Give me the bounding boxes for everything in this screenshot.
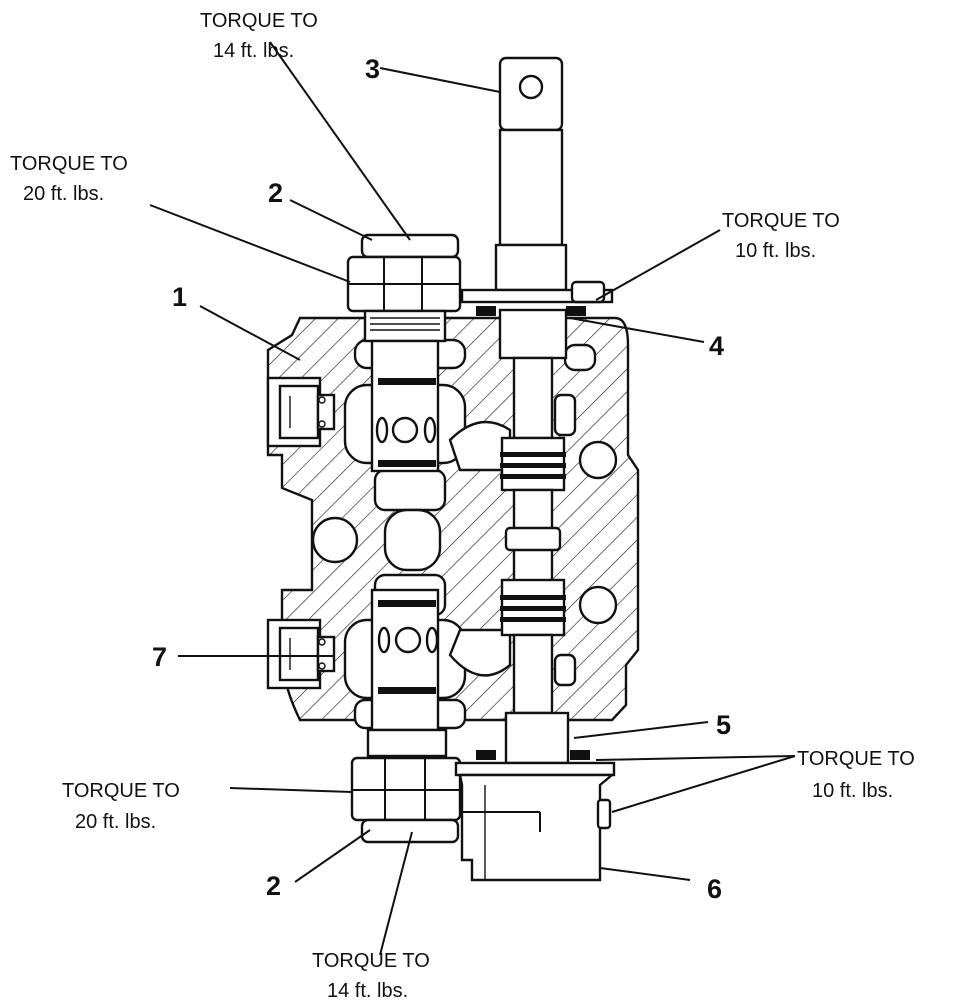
upper-relief-cartridge	[346, 233, 462, 473]
leader-lines	[149, 41, 796, 956]
torque-callout-bottom-14-line2: 14 ft. lbs.	[327, 980, 408, 1002]
part-number-4: 4	[709, 331, 724, 361]
part-number-7: 7	[152, 642, 167, 672]
spool	[460, 56, 614, 765]
part-number-6: 6	[707, 874, 722, 904]
spring-cap	[454, 761, 616, 882]
torque-callout-top-14-line2: 14 ft. lbs.	[213, 40, 294, 62]
part-number-5: 5	[716, 710, 731, 740]
torque-callout-right-10-top-line2: 10 ft. lbs.	[735, 240, 816, 262]
part-number-3: 3	[365, 54, 380, 84]
torque-callout-bottom-20-line1: TORQUE TO	[62, 780, 180, 802]
torque-callout-right-10-bottom-line1: TORQUE TO	[797, 748, 915, 770]
torque-callout-top-14-line1: TORQUE TO	[200, 10, 318, 32]
part-number-1: 1	[172, 282, 187, 312]
torque-callout-top-20-line1: TORQUE TO	[10, 153, 128, 175]
port-fitting-lower	[278, 626, 336, 682]
port-fitting-upper	[278, 384, 336, 440]
lower-relief-cartridge	[350, 588, 462, 844]
torque-callout-right-10-top-line1: TORQUE TO	[722, 210, 840, 232]
part-number-2-bottom: 2	[266, 871, 281, 901]
torque-callout-bottom-20-line2: 20 ft. lbs.	[75, 811, 156, 833]
torque-callout-top-20-line2: 20 ft. lbs.	[23, 183, 104, 205]
torque-callout-bottom-14-line1: TORQUE TO	[312, 950, 430, 972]
torque-callout-right-10-bottom-line2: 10 ft. lbs.	[812, 780, 893, 802]
part-number-2-top: 2	[268, 178, 283, 208]
